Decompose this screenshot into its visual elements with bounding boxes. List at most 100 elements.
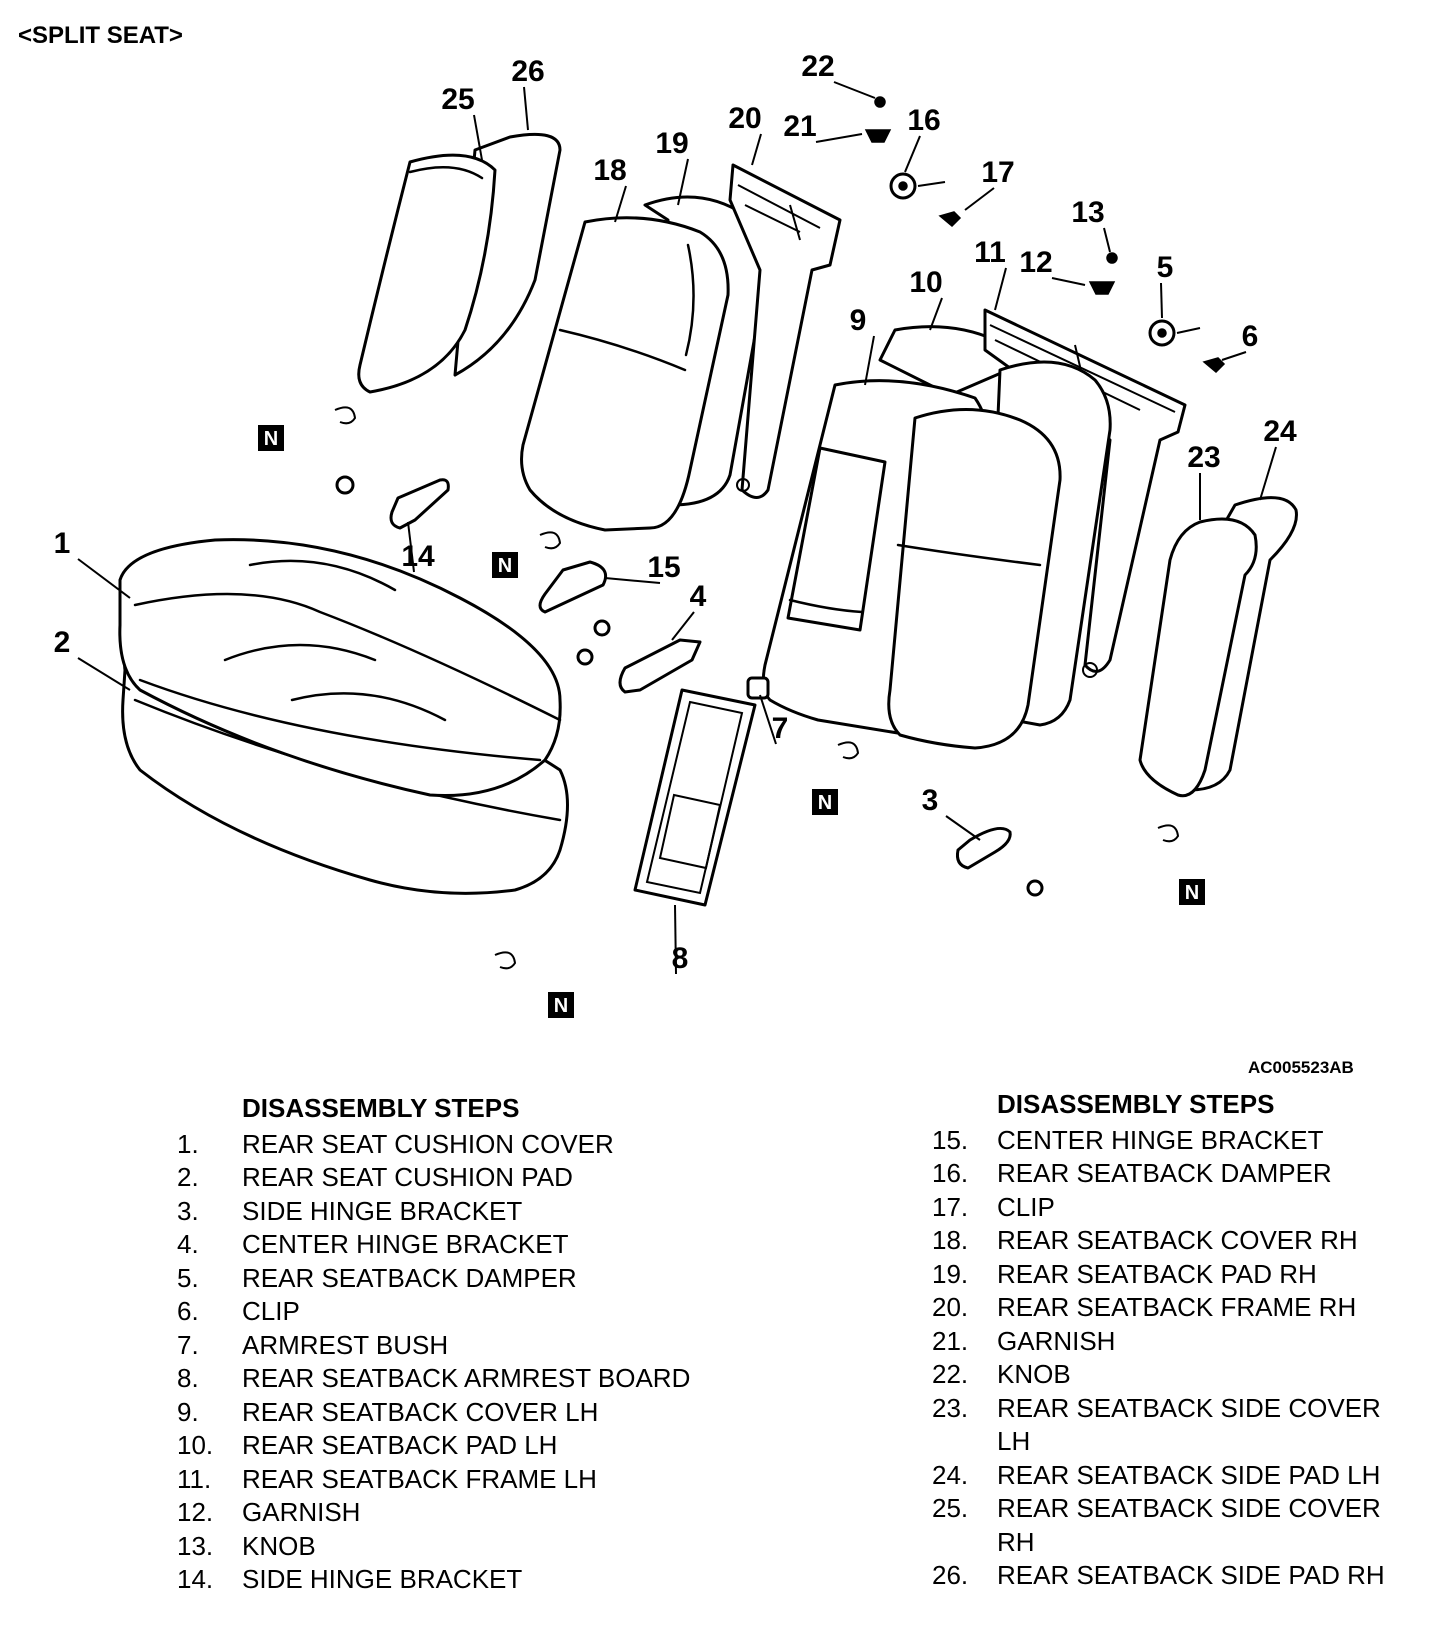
step-number: 19.: [932, 1258, 969, 1289]
part-15-center-hinge-bracket: [538, 560, 608, 614]
callout-21: 21: [783, 110, 816, 143]
step-item: 4. CENTER HINGE BRACKET: [177, 1228, 697, 1262]
part-12-garnish: [1088, 281, 1116, 295]
step-text: KNOB: [997, 1359, 1071, 1389]
leader-line: [751, 133, 762, 166]
step-text: REAR SEATBACK COVER LH: [242, 1396, 599, 1427]
step-text: CENTER HINGE BRACKET: [997, 1124, 1324, 1155]
part-20-seatback-frame-rh: [728, 163, 842, 499]
step-item: 9.REAR SEATBACK COVER LH: [177, 1396, 697, 1430]
callout-18: 18: [593, 154, 626, 187]
step-number: 12.: [177, 1497, 214, 1527]
step-item: 17.CLIP: [932, 1191, 1412, 1225]
part-17-clip: [938, 211, 962, 228]
step-number: 15.: [932, 1124, 969, 1155]
callout-25: 25: [441, 83, 474, 116]
step-text: REAR SEAT CUSHION PAD: [242, 1162, 573, 1192]
callout-9: 9: [850, 304, 867, 337]
step-number: 4.: [177, 1229, 199, 1259]
step-item: 5.REAR SEATBACK DAMPER: [177, 1262, 697, 1296]
callout-13: 13: [1071, 196, 1104, 229]
callout-22: 22: [801, 50, 834, 83]
n-mark-letter: N: [818, 792, 832, 814]
step-item: 12. GARNISH: [177, 1496, 697, 1530]
leader-line: [929, 297, 943, 331]
callout-19: 19: [655, 127, 688, 160]
leader-line: [614, 185, 627, 223]
step-number: 8.: [177, 1363, 199, 1393]
step-number: 2.: [177, 1162, 199, 1192]
step-text: REAR SEATBACK COVER RH: [997, 1225, 1358, 1255]
step-text: CLIP: [997, 1191, 1055, 1222]
part-7-armrest-bush: [746, 676, 770, 700]
step-text: KNOB: [242, 1530, 316, 1561]
bolts: [335, 475, 1044, 897]
step-number: 21.: [932, 1325, 969, 1356]
step-number: 10.: [177, 1430, 214, 1460]
callout-3: 3: [922, 784, 939, 817]
step-item: 6.CLIP: [177, 1295, 697, 1329]
step-text: REAR SEATBACK PAD LH: [242, 1430, 558, 1460]
leader-line: [473, 114, 483, 161]
disassembly-steps-left: DISASSEMBLY STEPS 1.REAR SEAT CUSHION CO…: [177, 1092, 697, 1597]
figure-code: AC005523AB: [1248, 1058, 1354, 1077]
callout-11: 11: [974, 236, 1006, 269]
step-text: REAR SEATBACK FRAME LH: [242, 1463, 597, 1494]
step-number: 1.: [177, 1128, 199, 1159]
part-18-seatback-cover-rh: [520, 216, 730, 532]
step-item: 23.REAR SEATBACK SIDE COVER LH: [932, 1392, 1412, 1459]
step-text: REAR SEATBACK SIDE COVER RH: [997, 1493, 1381, 1557]
step-item: 7.ARMREST BUSH: [177, 1329, 697, 1363]
step-text: GARNISH: [242, 1497, 361, 1527]
step-text: REAR SEATBACK SIDE COVER LH: [997, 1392, 1381, 1457]
step-text: SIDE HINGE BRACKET: [242, 1564, 523, 1594]
step-item: 10. REAR SEATBACK PAD LH: [177, 1429, 697, 1463]
step-item: 18. REAR SEATBACK COVER RH: [932, 1224, 1412, 1258]
step-number: 24.: [932, 1459, 969, 1490]
callout-8: 8: [672, 942, 689, 975]
callout-15: 15: [647, 551, 680, 584]
callout-12: 12: [1019, 246, 1052, 279]
part-25-side-cover-rh: [357, 153, 497, 394]
leader-line: [964, 187, 995, 211]
step-text: REAR SEATBACK SIDE PAD LH: [997, 1459, 1381, 1490]
step-number: 18.: [932, 1225, 969, 1255]
step-text: REAR SEAT CUSHION COVER: [242, 1128, 614, 1159]
leader-line: [1103, 227, 1111, 253]
part-14-side-hinge-bracket: [389, 478, 450, 530]
part-5-seatback-damper: [1148, 319, 1201, 347]
seat-parts: [118, 96, 1298, 970]
step-item: 21.GARNISH: [932, 1325, 1412, 1359]
step-number: 13.: [177, 1530, 214, 1561]
part-23-side-cover-lh: [1138, 517, 1258, 798]
callout-6: 6: [1242, 320, 1259, 353]
callout-5: 5: [1157, 251, 1174, 284]
step-item: 19.REAR SEATBACK PAD RH: [932, 1258, 1412, 1292]
callout-10: 10: [909, 266, 942, 299]
leader-line: [77, 657, 131, 691]
part-21-garnish: [864, 129, 892, 143]
leader-line: [1259, 446, 1277, 501]
leader-line: [759, 694, 777, 745]
non-reusable-mark: N: [548, 992, 574, 1018]
callout-26: 26: [511, 55, 544, 88]
non-reusable-mark: N: [812, 789, 838, 815]
steps-list: 1. REAR SEAT CUSHION COVER 2. REAR SEAT CUS…: [177, 1128, 697, 1597]
step-text: CENTER HINGE BRACKET: [242, 1229, 569, 1259]
n-mark-letter: N: [1185, 882, 1199, 904]
leader-line: [1221, 351, 1247, 361]
step-item: 16.REAR SEATBACK DAMPER: [932, 1157, 1412, 1191]
non-reusable-mark: N: [258, 425, 284, 451]
part-22-knob: [874, 96, 886, 108]
steps-heading: DISASSEMBLY STEPS: [997, 1089, 1275, 1119]
leader-line: [77, 558, 131, 599]
step-number: 3.: [177, 1195, 199, 1226]
disassembly-steps-right: DISASSEMBLY STEPS 15. CENTER HINGE BRACKE…: [932, 1088, 1412, 1593]
callout-23: 23: [1187, 441, 1220, 474]
step-item: 25.REAR SEATBACK SIDE COVER RH: [932, 1492, 1412, 1559]
leader-line: [864, 335, 875, 386]
step-text: REAR SEATBACK ARMREST BOARD: [242, 1363, 691, 1393]
step-text: REAR SEATBACK FRAME RH: [997, 1292, 1357, 1322]
callout-4: 4: [690, 580, 707, 613]
